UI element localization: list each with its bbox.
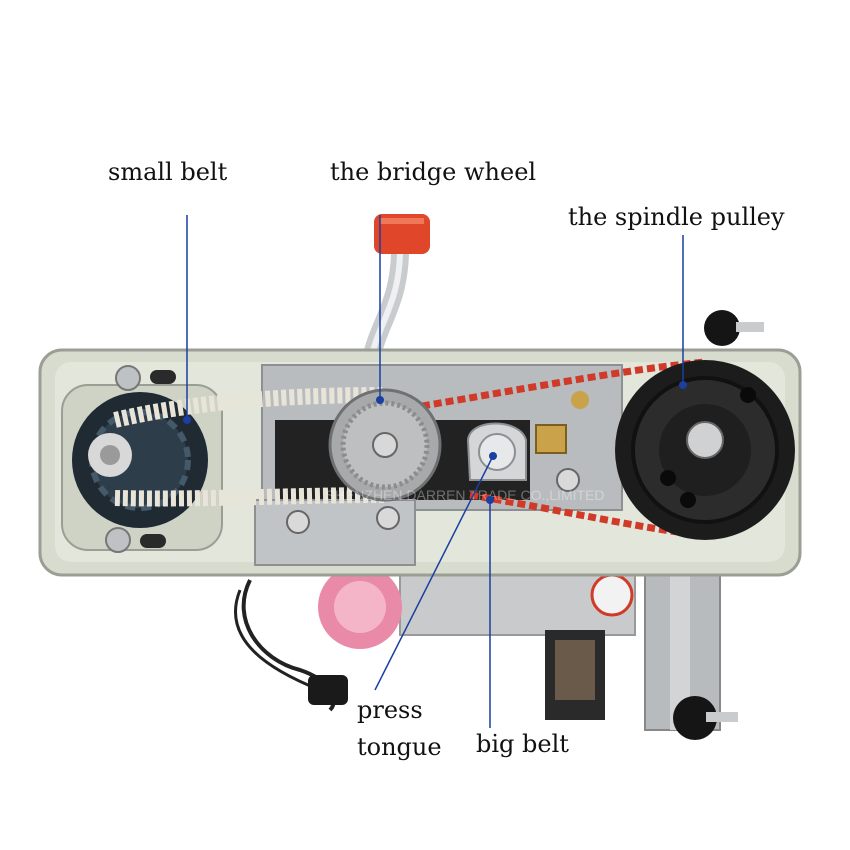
label-big-belt: big belt bbox=[476, 730, 569, 758]
label-tongue: tongue bbox=[357, 733, 442, 761]
leader-lines bbox=[186, 215, 684, 728]
label-spindle-pulley: the spindle pulley bbox=[568, 203, 785, 231]
bridge-wheel-part bbox=[328, 388, 442, 502]
crank-handle bbox=[363, 214, 430, 364]
leader-press-tongue bbox=[374, 455, 494, 691]
brass-terminal bbox=[535, 424, 567, 454]
adjustment-knobs bbox=[673, 310, 764, 740]
watermark: SHENZHEN DARREN TRADE CO.,LIMITED bbox=[326, 487, 605, 503]
lower-hardware bbox=[233, 559, 721, 731]
label-small-belt: small belt bbox=[108, 158, 228, 186]
leader-dots bbox=[183, 381, 687, 504]
spindle-pulley-part bbox=[615, 360, 795, 540]
label-bridge-wheel: the bridge wheel bbox=[330, 158, 537, 186]
plug bbox=[308, 675, 348, 705]
press-tongue-part bbox=[466, 422, 527, 481]
label-press: press bbox=[357, 696, 423, 724]
small-belt-shape bbox=[113, 387, 386, 507]
